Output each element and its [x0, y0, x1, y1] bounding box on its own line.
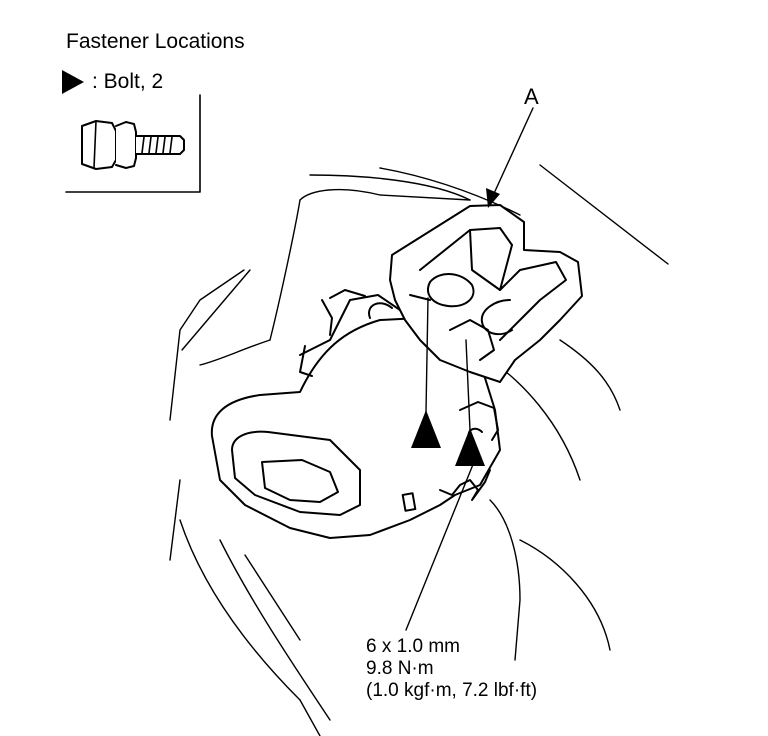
callout-a-arrowhead [486, 188, 500, 208]
bolt-size: 6 x 1.0 mm [366, 636, 460, 657]
bolt-leader-lines [405, 107, 534, 631]
torque-spec: 6 x 1.0 mm 9.8 N·m (1.0 kgf·m, 7.2 lbf·f… [366, 636, 537, 702]
switch-assembly [210, 289, 501, 539]
bolt-marker-2 [455, 428, 485, 466]
diagram-title: Fastener Locations [66, 30, 245, 53]
triangle-bolt-icon [62, 70, 84, 94]
bolt-marker-1 [411, 410, 441, 448]
bolt-legend: : Bolt, 2 [62, 70, 163, 94]
vehicle-panel-outline [169, 164, 669, 736]
bolt-legend-label: : Bolt, 2 [92, 70, 164, 93]
callout-a-label: A [524, 84, 539, 109]
torque-alt-units: (1.0 kgf·m, 7.2 lbf·ft) [366, 680, 538, 701]
bolt-inset [65, 94, 201, 193]
bolt-illustration [81, 120, 185, 170]
bracket-a [389, 204, 583, 383]
torque-value: 9.8 N·m [366, 658, 434, 679]
